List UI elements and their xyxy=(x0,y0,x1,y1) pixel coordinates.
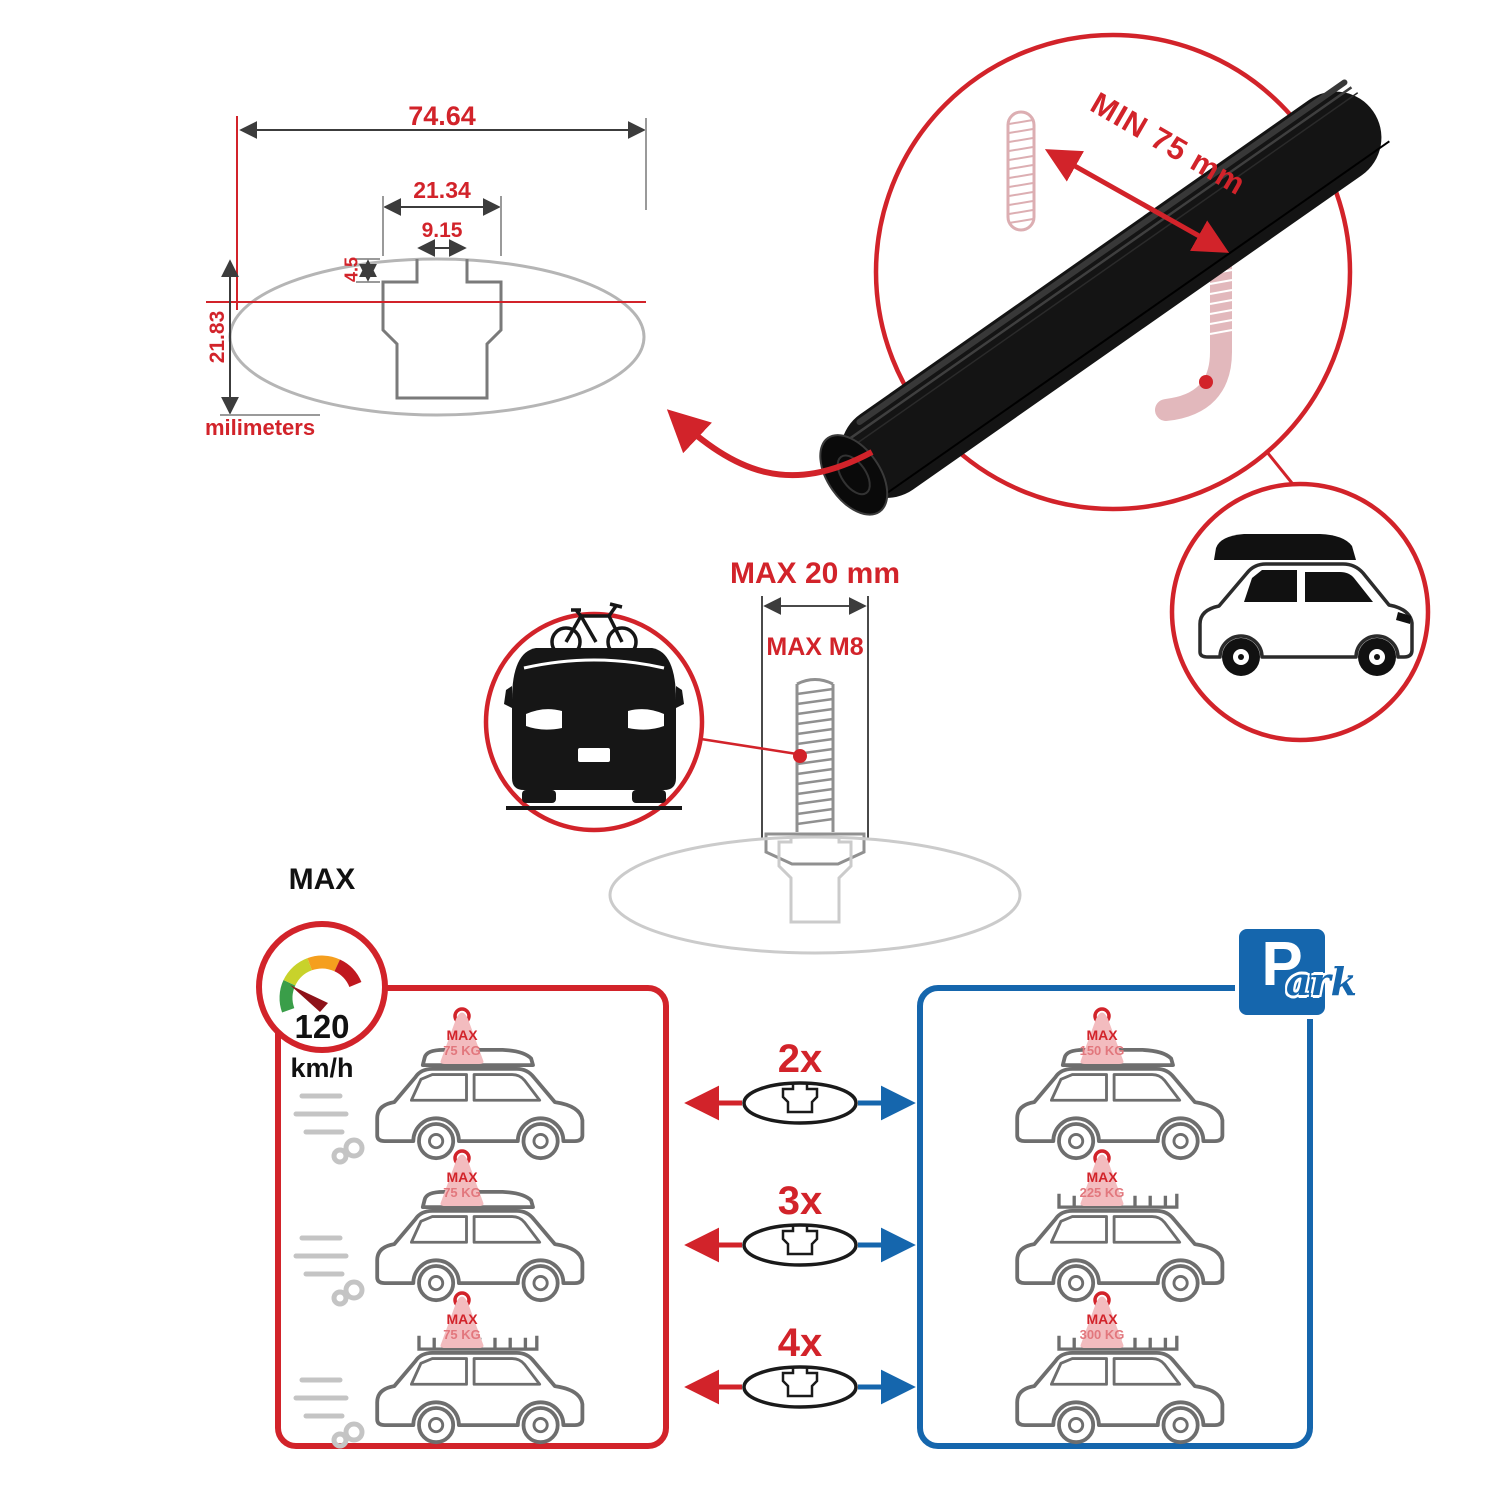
crossbar-profile-icon xyxy=(742,1365,858,1409)
cross-section-diagram xyxy=(206,116,647,417)
u-bolt-ghost-icon xyxy=(1006,110,1233,421)
dim-total-width-label: 74.64 xyxy=(408,101,476,131)
tbolt-diagram xyxy=(608,596,1022,955)
dim-opening-width-label: 9.15 xyxy=(421,219,463,242)
multiplier-rows xyxy=(684,1081,916,1409)
crossbar-photo-circle xyxy=(666,32,1390,516)
park-sign-p: P xyxy=(1261,930,1303,999)
dim-slot-width-label: 21.34 xyxy=(413,177,471,203)
roof-load-label: MAX xyxy=(1086,1027,1118,1043)
multiplier-2x-label: 2x xyxy=(777,1037,823,1081)
multiplier-4x-label: 4x xyxy=(777,1321,823,1365)
roof-load-label: MAX xyxy=(1086,1169,1118,1185)
bolt-point-dot xyxy=(793,749,807,763)
roof-load-value: 300 KG xyxy=(1079,1327,1125,1342)
crossbar-profile-icon xyxy=(742,1081,858,1125)
speed-max-label: MAX xyxy=(288,863,356,896)
roof-load-label: MAX xyxy=(446,1311,478,1327)
roof-load-value: 75 KG xyxy=(443,1327,481,1342)
multiplier-row xyxy=(684,1365,916,1409)
max-bolt-width-label: MAX 20 mm xyxy=(729,557,901,590)
roof-load-label: MAX xyxy=(446,1027,478,1043)
driving-panel xyxy=(275,985,669,1449)
speed-value-label: 120 xyxy=(294,1008,350,1045)
dim-lip-depth-label: 4.5 xyxy=(341,256,362,282)
bike-car-icon xyxy=(504,602,684,810)
roof-load-value: 75 KG xyxy=(443,1185,481,1200)
roof-load-label: MAX xyxy=(446,1169,478,1185)
connector-line xyxy=(1265,451,1298,489)
dim-unit-label: milimeters xyxy=(205,415,316,440)
multiplier-row xyxy=(684,1223,916,1267)
roof-load-value: 75 KG xyxy=(443,1043,481,1058)
fastening-point-dot xyxy=(1199,375,1213,389)
roof-load-label: MAX xyxy=(1086,1311,1118,1327)
bike-car-circle xyxy=(483,602,705,833)
dim-height-label: 21.83 xyxy=(205,310,229,364)
multiplier-3x-label: 3x xyxy=(777,1179,823,1223)
multiplier-row xyxy=(684,1081,916,1125)
min-span-arrow-icon xyxy=(1044,149,1230,253)
roof-load-value: 150 KG xyxy=(1079,1043,1125,1058)
crossbar-3d xyxy=(819,79,1390,516)
park-sign-ark: ark xyxy=(1286,959,1357,1004)
suv-roofbox-icon xyxy=(1198,534,1414,676)
park-sign xyxy=(1235,925,1329,1019)
connector-line xyxy=(700,737,798,756)
roof-load-value: 225 KG xyxy=(1079,1185,1125,1200)
curved-arrow-icon xyxy=(666,409,874,479)
crossbar-profile-icon xyxy=(742,1223,858,1267)
speedometer-icon xyxy=(256,921,388,1053)
parked-panel xyxy=(917,925,1329,1449)
max-thread-label: MAX M8 xyxy=(766,633,864,661)
speed-unit-label: km/h xyxy=(290,1053,354,1083)
channel-ghost-icon xyxy=(608,835,1022,955)
roofbox-suv-circle xyxy=(1169,481,1431,743)
